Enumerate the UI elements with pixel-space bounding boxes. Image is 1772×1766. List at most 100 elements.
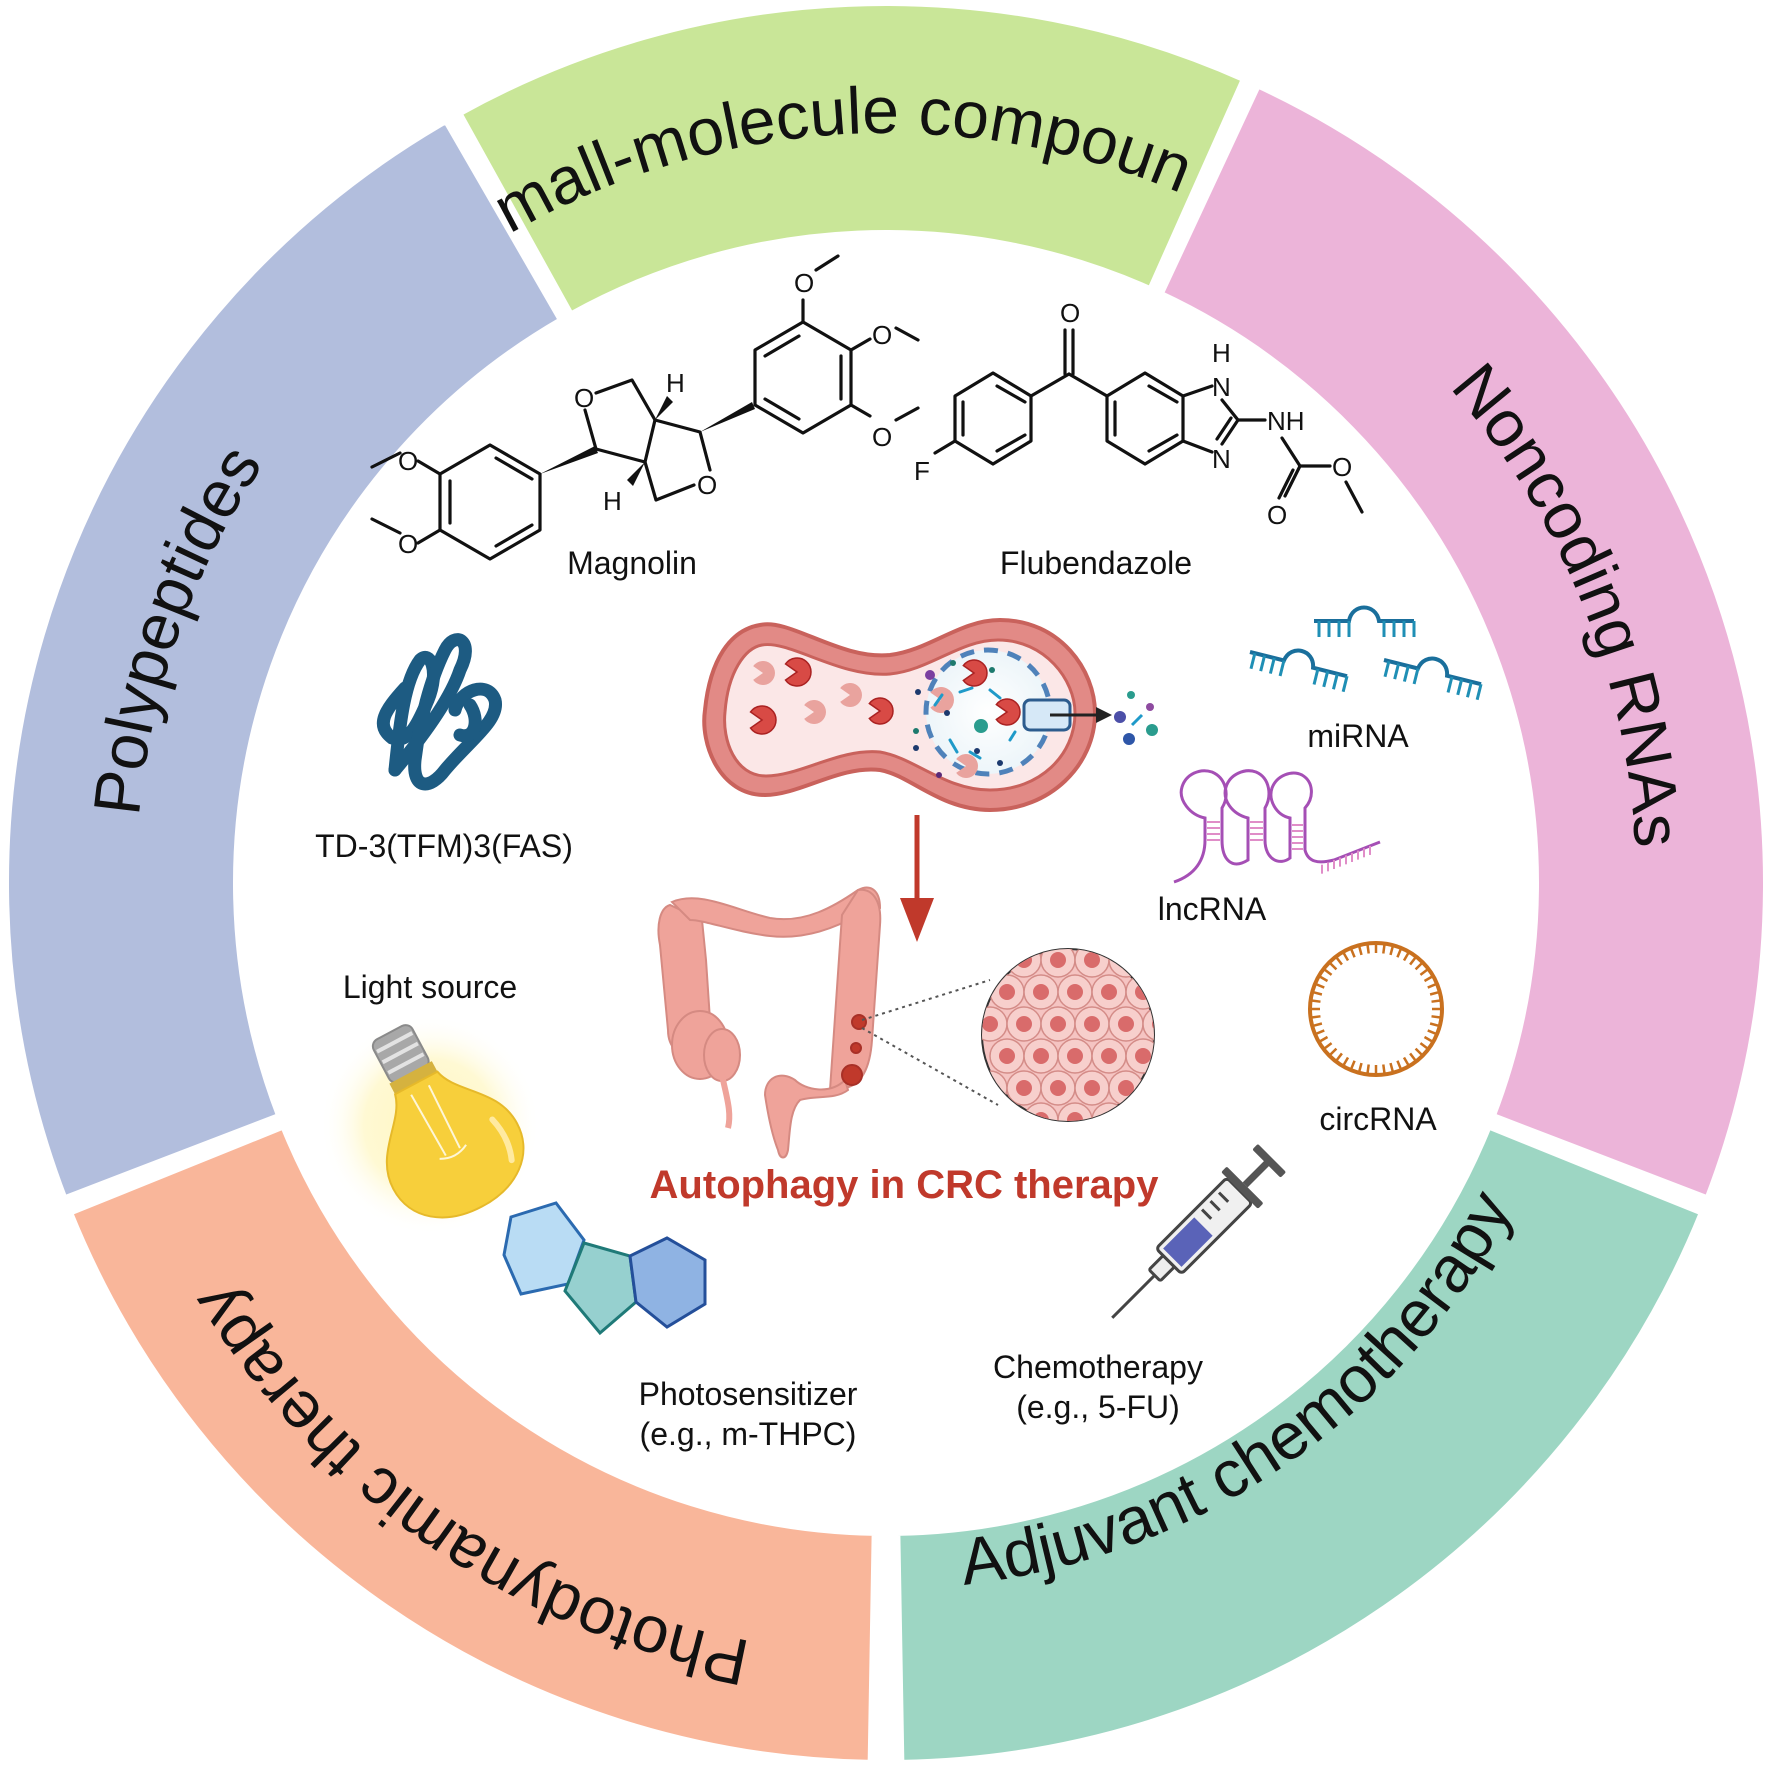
- light-bulb-icon: [320, 1015, 540, 1235]
- tissue-cell: [1160, 1039, 1194, 1073]
- circrna-base-tick: [1419, 1042, 1430, 1051]
- circrna-base-tick: [1396, 1060, 1403, 1071]
- cell-nucleus: [1118, 1016, 1134, 1032]
- cargo-fragment: [948, 738, 959, 754]
- figure-title: Autophagy in CRC therapy: [650, 1163, 1160, 1207]
- circrna-base-tick: [1310, 999, 1321, 1003]
- circrna-base-tick: [1382, 1064, 1386, 1075]
- photosensitizer-icon: [502, 1201, 707, 1336]
- tissue-cell: [1160, 1103, 1194, 1137]
- svg-text:O: O: [872, 320, 892, 350]
- circrna-base-tick: [1334, 1052, 1343, 1063]
- circrna-base-tick: [1431, 1015, 1442, 1019]
- circrna-label: circRNA: [1319, 1101, 1437, 1137]
- cargo-fragment: [933, 693, 944, 707]
- cargo-particle: [925, 670, 935, 680]
- cell-nucleus: [982, 952, 998, 968]
- lysosome-enzyme-icon: [868, 697, 894, 725]
- tissue-cell: [1160, 975, 1194, 1009]
- svg-text:F: F: [914, 456, 930, 486]
- autolysosome-icon: [702, 617, 1158, 813]
- lysosome-enzyme-icon: [840, 683, 862, 707]
- cell-nucleus: [1067, 1112, 1083, 1121]
- circrna-base-tick: [1357, 1062, 1363, 1074]
- cell-nucleus: [1016, 1016, 1032, 1032]
- circrna-base-tick: [1389, 1062, 1395, 1074]
- circrna-base-tick: [1314, 982, 1325, 989]
- cargo-fragment: [958, 686, 974, 694]
- tissue-cell: [1142, 1070, 1154, 1106]
- circrna-base-tick: [1322, 967, 1333, 976]
- colon-icon: [657, 886, 882, 1159]
- cell-nucleus: [1152, 952, 1154, 968]
- zoom-line-bottom: [861, 1027, 999, 1106]
- cargo-particle: [913, 745, 919, 751]
- chemotherapy-label-line2: (e.g., 5-FU): [1016, 1389, 1180, 1425]
- svg-text:H: H: [666, 368, 685, 398]
- svg-text:O: O: [1060, 298, 1080, 328]
- cell-nucleus: [1135, 1048, 1151, 1064]
- photosensitizer-label-line2: (e.g., m-THPC): [640, 1416, 857, 1452]
- lysosome-enzyme-icon: [804, 700, 826, 724]
- tissue-cell: [1142, 1006, 1154, 1042]
- cell-nucleus: [1050, 1016, 1066, 1032]
- circrna-base-tick: [1427, 982, 1438, 989]
- cargo-particle: [936, 772, 942, 778]
- cargo-particle: [915, 689, 921, 695]
- svg-text:O: O: [794, 268, 814, 298]
- circrna-base-tick: [1328, 1047, 1338, 1057]
- magnolin-structure-icon: O O O O H H O O O: [370, 254, 920, 561]
- cell-nucleus: [1016, 1080, 1032, 1096]
- light-source-label: Light source: [343, 969, 517, 1005]
- circrna-base-tick: [1414, 961, 1424, 971]
- circrna-base-tick: [1318, 1035, 1329, 1044]
- circrna-base-tick: [1409, 1052, 1418, 1063]
- magnolin-label: Magnolin: [567, 545, 697, 581]
- ring-segment-small-molecule: [455, 0, 1248, 319]
- cell-nucleus: [999, 984, 1015, 1000]
- lncrna-label: lncRNA: [1158, 891, 1267, 927]
- ring-segment-photodynamic-therapy: [66, 1122, 878, 1766]
- svg-text:O: O: [574, 383, 594, 413]
- flubendazole-structure-icon: F O N H N NH O O: [914, 298, 1364, 530]
- circrna-base-tick: [1341, 1056, 1350, 1067]
- circrna-base-tick: [1311, 1022, 1323, 1028]
- circrna-base-tick: [1366, 943, 1370, 954]
- cell-nucleus: [1169, 1112, 1185, 1128]
- cell-nucleus: [1050, 1080, 1066, 1096]
- circrna-base-tick: [1429, 990, 1441, 996]
- lysosome-enzyme-icon: [749, 705, 777, 735]
- polypeptide-icon: [376, 633, 502, 791]
- cell-nucleus: [1084, 1016, 1100, 1032]
- circrna-base-tick: [1414, 1047, 1424, 1057]
- circrna-base-tick: [1419, 967, 1430, 976]
- svg-text:O: O: [697, 470, 717, 500]
- circrna-base-tick: [1389, 944, 1395, 956]
- mirna-hairpin: [1314, 605, 1416, 637]
- circrna-base-tick: [1366, 1064, 1370, 1075]
- circrna-base-tick: [1396, 947, 1403, 958]
- circrna-base-tick: [1318, 974, 1329, 983]
- circrna-base-tick: [1409, 955, 1418, 966]
- cargo-fragment: [988, 688, 1002, 700]
- circrna-base-tick: [1334, 955, 1343, 966]
- circrna-base-tick: [1341, 951, 1350, 962]
- mirna-icon: [1249, 605, 1483, 701]
- cargo-particle: [997, 760, 1003, 766]
- syringe-icon: [1111, 1144, 1286, 1319]
- svg-text:O: O: [398, 529, 418, 559]
- lysosome-enzyme-icon: [784, 657, 812, 687]
- chemotherapy-label-line1: Chemotherapy: [993, 1349, 1203, 1385]
- cell-nucleus: [999, 1048, 1015, 1064]
- circrna-base-tick: [1382, 943, 1386, 954]
- svg-text:O: O: [1332, 452, 1352, 482]
- circrna-base-tick: [1310, 1015, 1321, 1019]
- svg-text:NH: NH: [1267, 406, 1305, 436]
- svg-text:N: N: [1212, 372, 1231, 402]
- cell-nucleus: [1084, 1080, 1100, 1096]
- category-ring: [3, 0, 1769, 1766]
- cell-nucleus: [1101, 1048, 1117, 1064]
- svg-text:O: O: [1267, 500, 1287, 530]
- lysosome-enzyme-icon: [995, 698, 1021, 726]
